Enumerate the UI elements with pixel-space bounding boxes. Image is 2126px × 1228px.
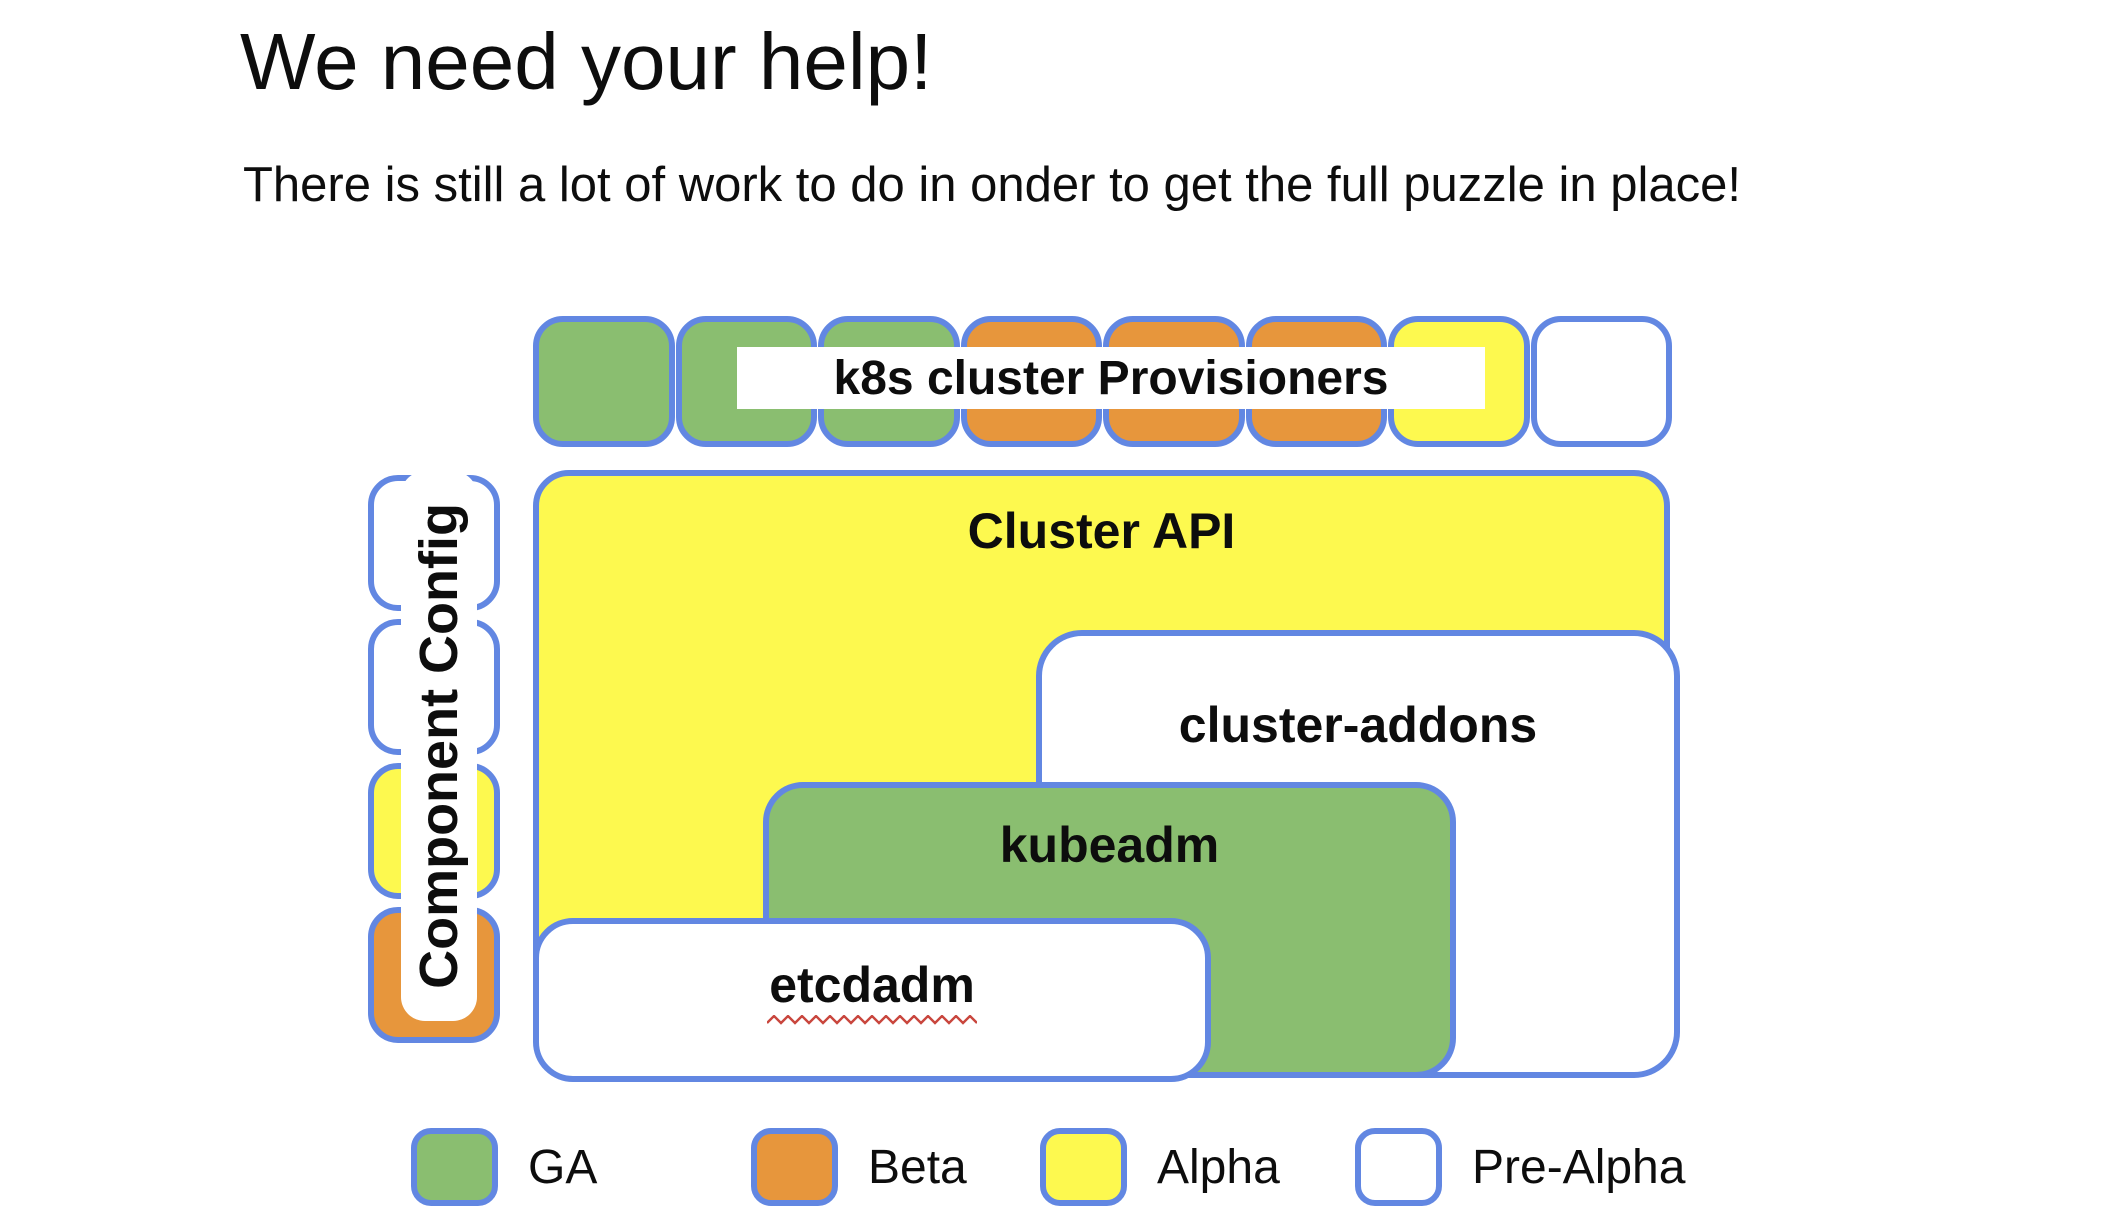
legend-swatch-beta [751, 1128, 838, 1206]
cluster-api-label: Cluster API [967, 503, 1236, 559]
page-subtitle: There is still a lot of work to do in on… [243, 158, 1742, 212]
legend: GA Beta Alpha Pre-Alpha [0, 1128, 2126, 1206]
etcdadm-label: etcdadm [769, 957, 975, 1013]
puzzle-square-prealpha [1530, 316, 1672, 447]
legend-label: Pre-Alpha [1472, 1140, 1686, 1194]
legend-label: Alpha [1157, 1140, 1280, 1194]
puzzle-square-ga [533, 316, 675, 447]
legend-swatch-alpha [1040, 1128, 1127, 1206]
spellcheck-squiggle-icon [767, 1015, 977, 1025]
legend-label: Beta [868, 1140, 967, 1194]
component-config-label: Component Config [409, 503, 469, 989]
legend-item-beta: Beta [751, 1128, 967, 1206]
component-config-bar: Component Config [401, 471, 477, 1021]
page-title: We need your help! [240, 17, 933, 106]
legend-item-prealpha: Pre-Alpha [1355, 1128, 1685, 1206]
legend-label: GA [528, 1140, 598, 1194]
kubeadm-label: kubeadm [999, 817, 1220, 873]
legend-item-ga: GA [411, 1128, 597, 1206]
legend-swatch-ga [411, 1128, 498, 1206]
legend-swatch-prealpha [1355, 1128, 1442, 1206]
cluster-addons-label: cluster-addons [1178, 697, 1538, 753]
etcdadm-box: etcdadm [533, 918, 1211, 1082]
legend-item-alpha: Alpha [1040, 1128, 1280, 1206]
provisioners-label: k8s cluster Provisioners [737, 347, 1485, 409]
provisioners-label-text: k8s cluster Provisioners [833, 351, 1389, 405]
